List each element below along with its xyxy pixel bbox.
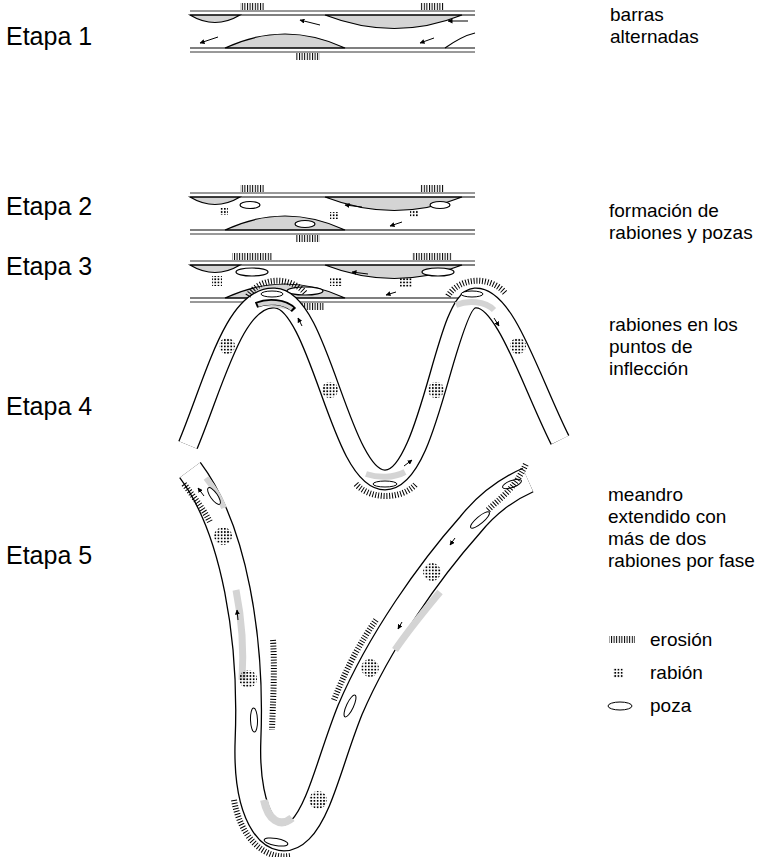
erosion-sample xyxy=(609,636,635,643)
legend-text: poza xyxy=(650,695,691,717)
stage-3-channel xyxy=(190,261,475,302)
stage-caption: formación de rabiones y pozas xyxy=(609,200,764,244)
stage-caption: rabiones en los puntos de inflección xyxy=(609,314,764,380)
stage-label: Etapa 1 xyxy=(6,22,136,51)
stage-1-channel xyxy=(190,11,475,52)
stage-caption: barras alternadas xyxy=(610,4,725,48)
stage-label: Etapa 5 xyxy=(6,541,136,570)
stage-label: Etapa 2 xyxy=(6,192,136,221)
legend-text: erosión xyxy=(650,629,712,651)
stage-label: Etapa 4 xyxy=(6,392,136,421)
legend-text: rabión xyxy=(650,662,703,684)
poza-sample xyxy=(608,702,632,710)
stage-caption: meandro extendido con más de dos rabione… xyxy=(608,484,764,571)
rabion-sample xyxy=(613,668,624,678)
stage-5-meander xyxy=(184,464,528,856)
stage-2-channel xyxy=(190,193,475,234)
stage-label: Etapa 3 xyxy=(6,252,136,281)
stage-4-meander xyxy=(188,281,560,496)
